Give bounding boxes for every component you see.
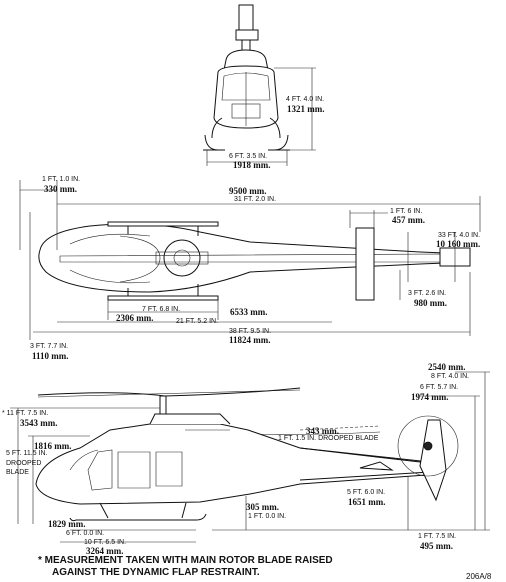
- top-tip-ft: 3 FT. 7.7 IN.: [30, 343, 69, 350]
- top-fuselage-ft: 21 FT. 5.2 IN.: [176, 318, 219, 325]
- top-rotor-ft: 31 FT. 2.0 IN.: [234, 196, 277, 203]
- side-tr-mm: 1974 mm.: [411, 392, 449, 402]
- side-mast-ft: * 11 FT. 7.5 IN.: [2, 410, 49, 417]
- side-gear-ft: 10 FT. 6.5 IN.: [84, 539, 127, 546]
- front-skid-mm: 1918 mm.: [233, 160, 271, 170]
- top-tailrotor-ft: 33 FT. 4.0 IN.: [438, 232, 481, 239]
- side-ground-ft: 1 FT. 0.0 IN.: [248, 513, 287, 520]
- footnote-line2: AGAINST THE DYNAMIC FLAP RESTRAINT.: [52, 567, 260, 578]
- top-skid-ft: 7 FT. 6.8 IN.: [142, 306, 181, 313]
- side-cabin-mm: 1816 mm.: [34, 441, 72, 451]
- side-tr-ft: 6 FT. 5.7 IN.: [420, 384, 459, 391]
- top-rotor-mm: 9500 mm.: [229, 186, 267, 196]
- front-skid-ft: 6 FT. 3.5 IN.: [229, 153, 268, 160]
- side-tailskid-mm: 495 mm.: [420, 541, 453, 551]
- side-gear-mm: 3264 mm.: [86, 546, 124, 556]
- top-nose-ft: 1 FT. 1.0 IN.: [42, 176, 81, 183]
- front-height-mm: 1321 mm.: [287, 104, 325, 114]
- top-skid-mm: 2306 mm.: [116, 313, 154, 323]
- side-drooped-label: DROOPED: [6, 460, 42, 467]
- side-tailskid-ft: 1 FT. 7.5 IN.: [418, 533, 457, 540]
- top-fin-ft: 3 FT. 2.6 IN.: [408, 290, 447, 297]
- top-fin-mm: 980 mm.: [414, 298, 447, 308]
- front-view: [203, 4, 316, 166]
- top-view: [19, 180, 481, 340]
- top-nose-mm: 330 mm.: [44, 184, 77, 194]
- front-height-ft: 4 FT. 4.0 IN.: [286, 96, 325, 103]
- side-stab-mm: 1651 mm.: [348, 497, 386, 507]
- side-skidlen-ft: 6 FT. 0.0 IN.: [66, 530, 105, 537]
- side-ground-mm: 305 mm.: [246, 502, 279, 512]
- top-overall-mm: 11824 mm.: [229, 335, 271, 345]
- top-stab-mm: 457 mm.: [392, 215, 425, 225]
- side-stab-ft: 5 FT. 6.0 IN.: [347, 489, 386, 496]
- top-stab-ft: 1 FT. 6 IN.: [390, 208, 423, 215]
- top-tailrotor-mm: 10 160 mm.: [436, 239, 481, 249]
- top-fuselage-mm: 6533 mm.: [230, 307, 268, 317]
- side-blade-label: BLADE: [6, 469, 29, 476]
- side-cabin-ft: 5 FT. 11.5 IN.: [6, 450, 48, 457]
- side-mast-mm: 3543 mm.: [20, 418, 58, 428]
- side-tail-mm: 2540 mm.: [428, 362, 466, 372]
- top-overall-ft: 38 FT. 9.5 IN.: [229, 328, 272, 335]
- side-droop-ft: 1 FT. 1.5 IN. DROOPED BLADE: [278, 435, 379, 442]
- side-droop-mm: 343 mm.: [306, 426, 339, 436]
- side-view: [10, 371, 490, 543]
- top-tip-mm: 1110 mm.: [32, 351, 69, 361]
- side-tail-ft: 8 FT. 4.0 IN.: [431, 373, 470, 380]
- figure-reference: 206A/8: [466, 572, 492, 581]
- side-skidlen-mm: 1829 mm.: [48, 519, 86, 529]
- footnote-line1: * MEASUREMENT TAKEN WITH MAIN ROTOR BLAD…: [38, 555, 333, 566]
